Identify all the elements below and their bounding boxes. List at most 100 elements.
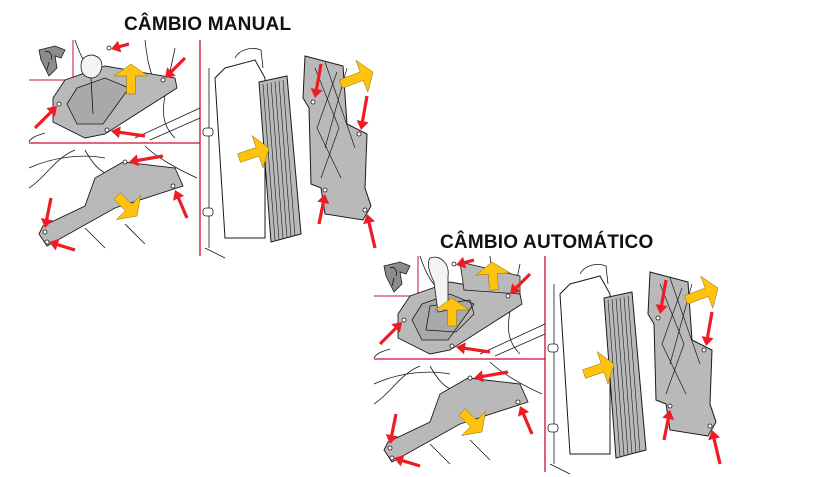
outline-line (282, 79, 296, 237)
red-arrow-icon (510, 272, 532, 294)
filter-cover (647, 271, 717, 437)
red-arrow-icon (385, 413, 398, 444)
screw-hole (389, 455, 395, 461)
red-arrow-icon (173, 190, 189, 219)
outline-line (619, 297, 633, 454)
yellow-arrow-icon (113, 192, 141, 220)
screw-hole (44, 239, 50, 245)
outline-line (134, 107, 201, 141)
screw-hole (322, 187, 328, 193)
outline-line (659, 283, 687, 395)
yellow-arrow-icon (582, 350, 615, 385)
screw-hole (701, 347, 707, 353)
outline-line (607, 299, 621, 457)
red-arrow-icon (456, 256, 475, 269)
screw-hole (451, 261, 457, 267)
section-title-manual: CÂMBIO MANUAL (124, 14, 292, 35)
red-arrow-icon (40, 197, 53, 228)
panel-shifter-console (373, 255, 546, 359)
outline-line (262, 83, 276, 241)
screw-hole (387, 445, 393, 451)
red-arrow-icon (33, 106, 57, 130)
screw-hole (310, 99, 316, 105)
outline-line (278, 80, 292, 237)
screw-hole (362, 207, 368, 213)
diagram-manual-transmission (25, 38, 405, 259)
red-arrow-icon (474, 370, 509, 383)
screw-hole (707, 423, 713, 429)
outline-line (214, 59, 266, 239)
outline-line (28, 149, 76, 189)
screw-hole (56, 101, 62, 107)
outline-line (389, 267, 397, 287)
shift-lever (427, 256, 449, 313)
section-title-automatic: CÂMBIO AUTOMÁTICO (440, 232, 654, 253)
outline-line (611, 299, 625, 456)
screw-hole (160, 77, 166, 83)
section-illustration (28, 39, 377, 259)
red-arrow-icon (49, 238, 76, 252)
yellow-arrow-icon (339, 59, 374, 94)
screw-hole (515, 399, 521, 405)
outline-line (314, 67, 342, 179)
outline-line (266, 83, 280, 240)
outline-line (28, 132, 46, 143)
screw-hole (104, 127, 110, 133)
yellow-arrow-icon (458, 408, 486, 436)
outline-line (373, 371, 451, 385)
screw-hole (42, 229, 48, 235)
outline-line (84, 223, 146, 249)
screw-hole (106, 45, 112, 51)
outline-line (234, 48, 264, 69)
outline-line (489, 361, 543, 395)
red-arrow-icon (111, 40, 130, 53)
red-arrow-icon (662, 410, 675, 441)
screw-hole (667, 403, 673, 409)
red-arrow-icon (165, 56, 187, 78)
red-arrow-icon (518, 406, 534, 435)
red-arrow-icon (129, 154, 164, 167)
yellow-arrow-icon (434, 297, 470, 327)
outline-line (579, 264, 609, 285)
filter-cover (302, 55, 372, 221)
screw-hole (122, 159, 128, 165)
yellow-arrow-icon (684, 275, 719, 310)
housing-peg (547, 423, 559, 433)
red-arrow-icon (378, 322, 402, 346)
panel-lower-cover (373, 361, 543, 468)
lower-console-cover (383, 377, 529, 463)
red-arrow-icon (111, 126, 146, 139)
shift-gate (425, 299, 475, 333)
outline-line (204, 68, 226, 259)
screw-hole (170, 183, 176, 189)
outline-line (44, 51, 52, 71)
yellow-arrow-icon (237, 134, 270, 169)
outline-line (559, 275, 611, 455)
panel-lower-cover (28, 145, 198, 252)
outline-line (549, 284, 571, 475)
red-arrow-icon (708, 430, 722, 465)
retaining-clip-icon (38, 45, 66, 77)
diagram-automatic-transmission (370, 254, 750, 476)
red-arrow-icon (655, 279, 668, 314)
outline-line (615, 298, 629, 455)
outline-line (373, 348, 391, 359)
red-arrow-icon (356, 95, 369, 130)
screw-hole (505, 293, 511, 299)
yellow-arrow-icon (113, 63, 149, 95)
outline-line (274, 81, 288, 238)
screw-hole (467, 375, 473, 381)
outline-line (28, 155, 106, 169)
housing-peg (202, 207, 214, 217)
red-arrow-icon (394, 454, 421, 468)
lower-console-cover (38, 161, 184, 247)
outline-line (627, 295, 641, 453)
outline-line (429, 439, 491, 465)
panel-shifter-console (28, 39, 201, 143)
outline-line (623, 296, 637, 453)
outline-line (144, 39, 154, 79)
red-arrow-icon (310, 63, 323, 98)
screw-hole (356, 131, 362, 137)
red-arrow-icon (701, 311, 714, 346)
outline-line (373, 365, 421, 405)
